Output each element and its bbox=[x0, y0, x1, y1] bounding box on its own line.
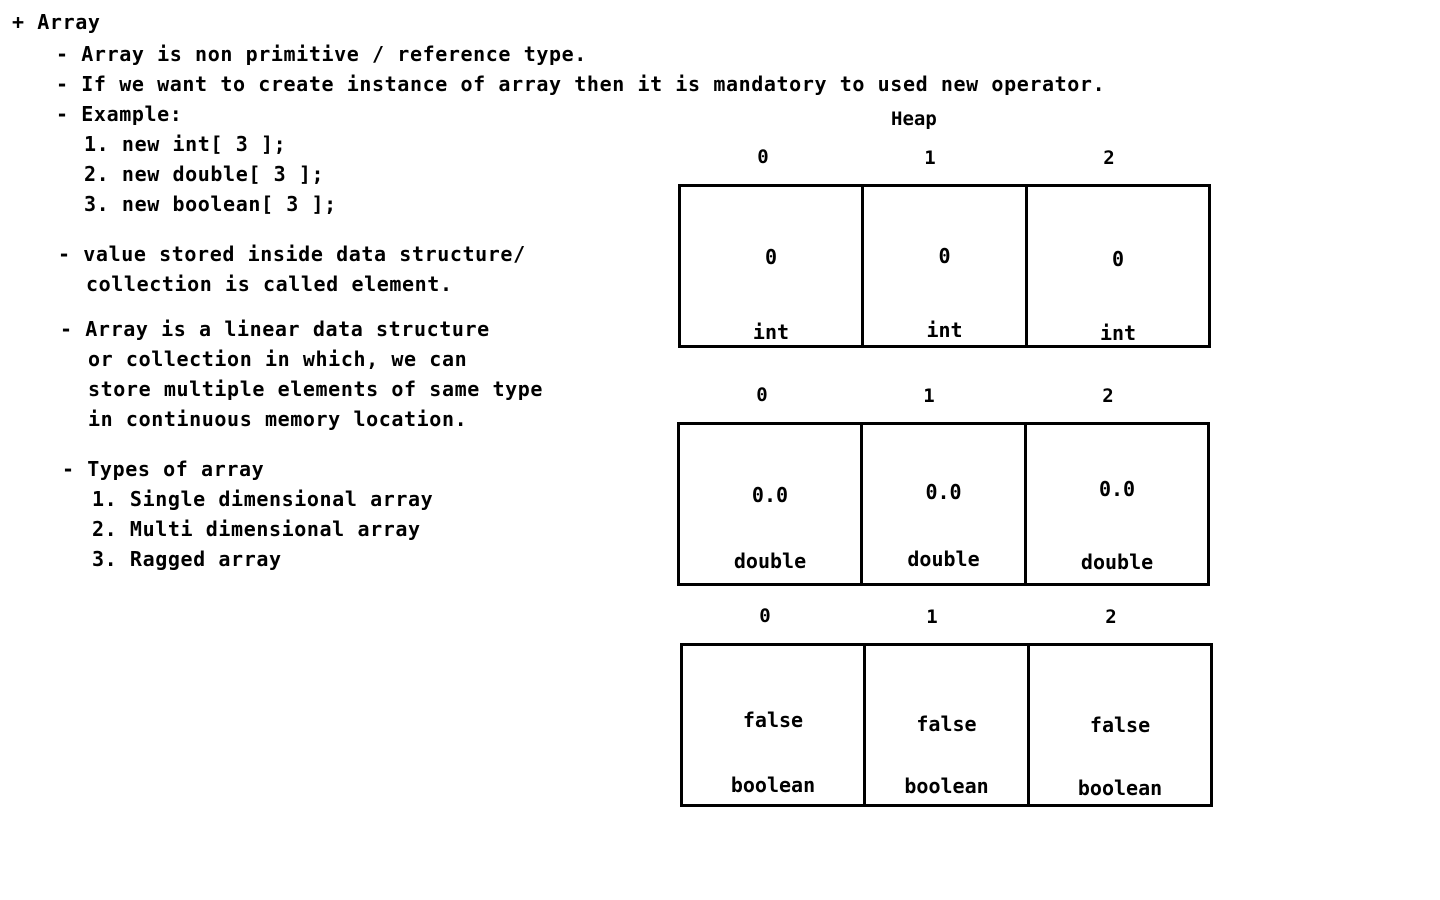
double-cell-2-type: double bbox=[1080, 550, 1154, 574]
int-cell-0-value: 0 bbox=[764, 245, 777, 269]
boolean-index-1: 1 bbox=[926, 606, 938, 628]
double-cell-1-value: 0.0 bbox=[925, 480, 962, 504]
note-example-label: - Example: bbox=[56, 102, 183, 126]
boolean-index-2: 2 bbox=[1105, 606, 1117, 628]
boolean-index-0: 0 bbox=[759, 605, 771, 627]
int-cell-0-type: int bbox=[752, 320, 790, 344]
int-index-1: 1 bbox=[924, 147, 936, 169]
int-cell-1: 0 int bbox=[864, 187, 1029, 345]
double-cell-2-value: 0.0 bbox=[1098, 477, 1136, 501]
note-linear-line1: - Array is a linear data structure bbox=[60, 317, 490, 341]
int-array-box: 0 int 0 int 0 int bbox=[678, 184, 1211, 348]
type-single-dimensional: 1. Single dimensional array bbox=[92, 487, 434, 511]
boolean-cell-2-value: false bbox=[1089, 713, 1151, 737]
boolean-array-box: false boolean false boolean false boolea… bbox=[680, 643, 1213, 807]
boolean-cell-0-value: false bbox=[742, 708, 804, 732]
int-cell-2-type: int bbox=[1099, 321, 1137, 345]
int-index-2: 2 bbox=[1103, 147, 1115, 169]
array-heading: + Array bbox=[12, 10, 101, 34]
int-cell-2-value: 0 bbox=[1112, 247, 1125, 271]
boolean-cell-1: false boolean bbox=[866, 646, 1031, 804]
double-array-box: 0.0 double 0.0 double 0.0 double bbox=[677, 422, 1210, 586]
type-multi-dimensional: 2. Multi dimensional array bbox=[92, 517, 421, 541]
heap-label: Heap bbox=[891, 108, 937, 130]
int-cell-2: 0 int bbox=[1028, 187, 1208, 345]
type-ragged: 3. Ragged array bbox=[92, 547, 282, 571]
double-cell-1: 0.0 double bbox=[863, 425, 1028, 583]
int-cell-0: 0 int bbox=[681, 187, 864, 345]
int-cell-1-type: int bbox=[926, 318, 963, 342]
example-boolean: 3. new boolean[ 3 ]; bbox=[84, 192, 337, 216]
boolean-cell-2: false boolean bbox=[1030, 646, 1210, 804]
boolean-cell-2-type: boolean bbox=[1077, 776, 1163, 800]
boolean-cell-1-type: boolean bbox=[904, 774, 989, 798]
note-element-line2: collection is called element. bbox=[86, 272, 453, 296]
double-index-0: 0 bbox=[756, 384, 768, 406]
double-cell-1-type: double bbox=[907, 547, 980, 571]
note-linear-line3: store multiple elements of same type bbox=[88, 377, 544, 401]
double-index-1: 1 bbox=[923, 385, 935, 407]
boolean-cell-1-value: false bbox=[916, 712, 977, 736]
double-cell-0: 0.0 double bbox=[680, 425, 863, 583]
note-reference-type: - Array is non primitive / reference typ… bbox=[56, 42, 587, 66]
note-linear-line4: in continuous memory location. bbox=[88, 407, 468, 431]
int-cell-1-value: 0 bbox=[938, 244, 951, 268]
note-linear-line2: or collection in which, we can bbox=[88, 347, 468, 371]
double-cell-2: 0.0 double bbox=[1027, 425, 1207, 583]
boolean-cell-0: false boolean bbox=[683, 646, 866, 804]
note-types-label: - Types of array bbox=[62, 457, 265, 481]
int-index-0: 0 bbox=[757, 146, 769, 168]
double-cell-0-type: double bbox=[733, 549, 807, 573]
boolean-cell-0-type: boolean bbox=[730, 773, 816, 797]
double-index-2: 2 bbox=[1102, 385, 1114, 407]
note-element-line1: - value stored inside data structure/ bbox=[58, 242, 526, 266]
example-double: 2. new double[ 3 ]; bbox=[84, 162, 325, 186]
example-int: 1. new int[ 3 ]; bbox=[84, 132, 287, 156]
note-new-operator: - If we want to create instance of array… bbox=[56, 72, 1106, 96]
double-cell-0-value: 0.0 bbox=[751, 483, 789, 507]
